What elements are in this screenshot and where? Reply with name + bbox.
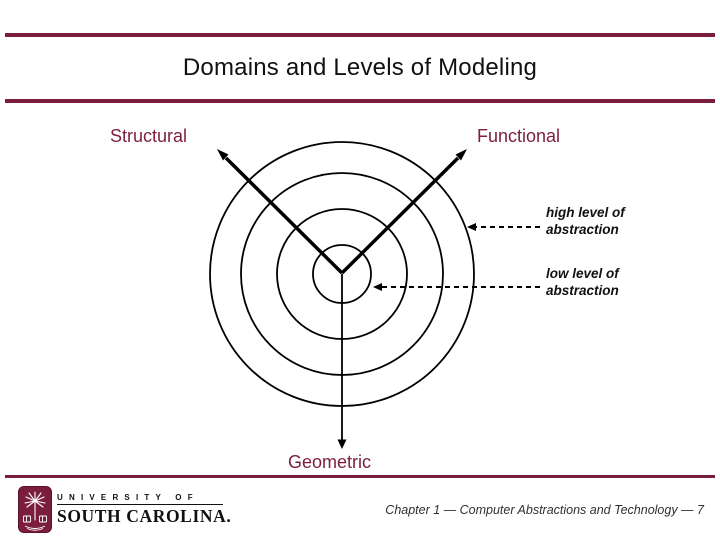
- structural-arrowhead-icon: [217, 149, 229, 161]
- label-structural: Structural: [110, 126, 188, 146]
- label-functional: Functional: [477, 126, 561, 146]
- label-geometric: Geometric: [288, 452, 372, 472]
- low-level-arrowhead-icon: [373, 283, 382, 291]
- functional-axis-line: [340, 156, 460, 275]
- page-title: Domains and Levels of Modeling: [182, 54, 538, 81]
- annotation-high-level: high level of abstraction: [546, 205, 625, 237]
- footer-rule: [5, 475, 715, 478]
- structural-axis-line: [224, 156, 344, 275]
- south-carolina-text: SOUTH CAROLINA.: [57, 506, 232, 526]
- annotation-low-level: low level of abstraction: [546, 266, 619, 298]
- header-rule-top: [5, 33, 715, 37]
- high-level-arrowhead-icon: [467, 223, 476, 231]
- geometric-arrowhead-icon: [337, 439, 347, 449]
- palmetto-tree-icon: [18, 486, 52, 533]
- functional-arrowhead-icon: [455, 149, 467, 161]
- university-wordmark: UNIVERSITY OF SOUTH CAROLINA.: [57, 493, 231, 527]
- header-rule-bottom: [5, 99, 715, 103]
- footer-chapter-text: Chapter 1 — Computer Abstractions and Te…: [385, 503, 704, 517]
- university-of-text: UNIVERSITY OF: [57, 493, 223, 505]
